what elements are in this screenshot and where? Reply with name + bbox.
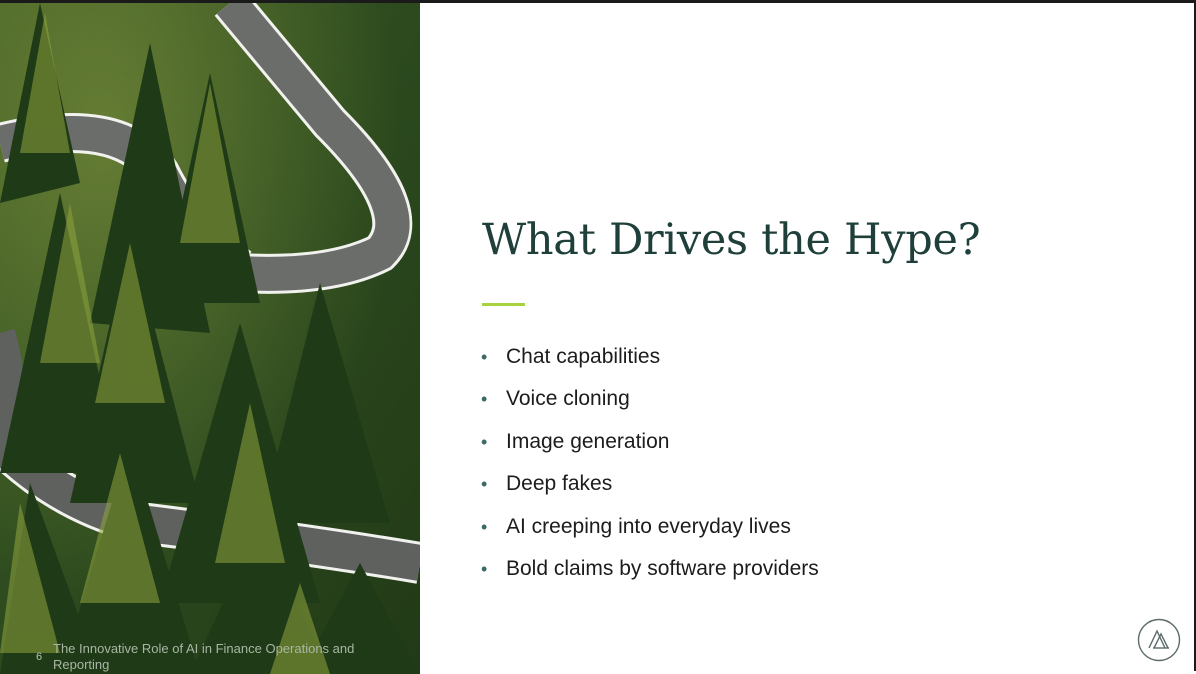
page-number: 6 <box>36 651 43 663</box>
bullet-item: • Chat capabilities <box>478 339 819 381</box>
title-accent-rule <box>482 303 525 306</box>
bullet-item: • Deep fakes <box>478 466 819 508</box>
bullet-marker: • <box>481 558 488 579</box>
bullet-text: Chat capabilities <box>506 345 661 368</box>
slide-title: What Drives the Hype? <box>482 215 981 265</box>
forest-road-image <box>0 3 420 674</box>
bullet-text: Bold claims by software providers <box>506 556 819 580</box>
bullet-marker: • <box>481 431 488 452</box>
bullet-item: • Image generation <box>478 424 819 466</box>
bullet-text: Deep fakes <box>506 472 613 496</box>
bullet-marker: • <box>481 474 488 495</box>
bullet-marker: • <box>481 389 488 410</box>
forest-road-photo: 6 The Innovative Role of AI in Finance O… <box>0 3 420 674</box>
mountain-peak-logo-icon <box>1137 618 1181 662</box>
bullet-item: • Bold claims by software providers <box>478 551 819 593</box>
bullet-text: AI creeping into everyday lives <box>506 514 791 538</box>
footer-presentation-title: The Innovative Role of AI in Finance Ope… <box>53 641 355 672</box>
bullet-text: Voice cloning <box>506 387 630 411</box>
bullet-marker: • <box>481 516 488 537</box>
bullet-text: Image generation <box>506 429 670 453</box>
bullet-item: • AI creeping into everyday lives <box>478 509 819 551</box>
bullet-item: • Voice cloning <box>478 381 819 423</box>
bullet-list: • Chat capabilities • Voice cloning • Image… <box>478 339 819 593</box>
bullet-marker: • <box>481 347 488 367</box>
